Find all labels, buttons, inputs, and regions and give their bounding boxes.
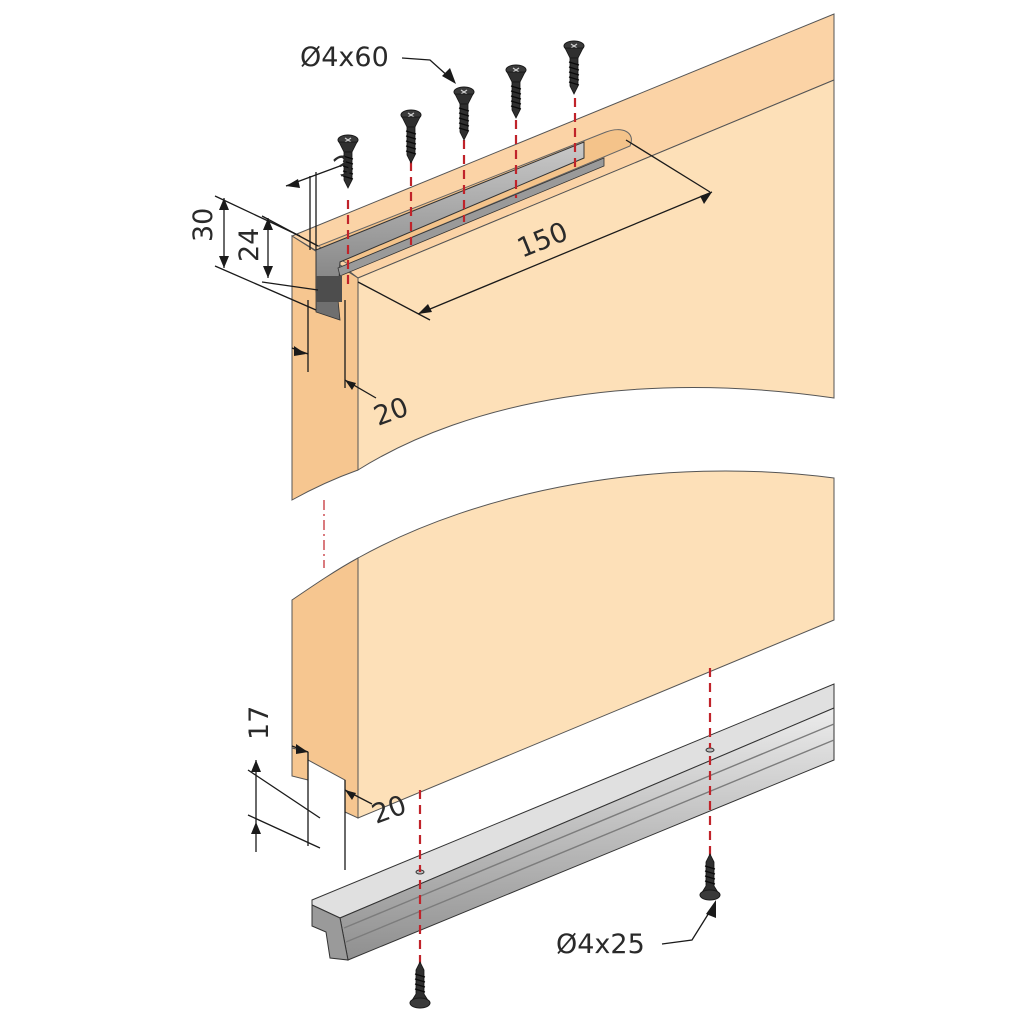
top-screw-label: Ø4x60 — [300, 42, 389, 73]
dimension-lines — [214, 57, 716, 945]
bottom-screw-label: Ø4x25 — [556, 929, 645, 960]
dim-24: 24 — [234, 228, 265, 262]
screw-icon — [505, 64, 527, 119]
screw-icon — [453, 86, 475, 141]
dim-3: 3 — [329, 149, 359, 184]
screw-icon — [400, 109, 422, 164]
screw-icon — [409, 961, 431, 1009]
screw-icon — [563, 40, 585, 95]
screw-icon — [699, 853, 721, 901]
dim-30: 30 — [188, 208, 219, 242]
door-upper — [290, 13, 835, 501]
screw-center-lines — [323, 98, 712, 965]
dim-17: 17 — [244, 706, 275, 740]
